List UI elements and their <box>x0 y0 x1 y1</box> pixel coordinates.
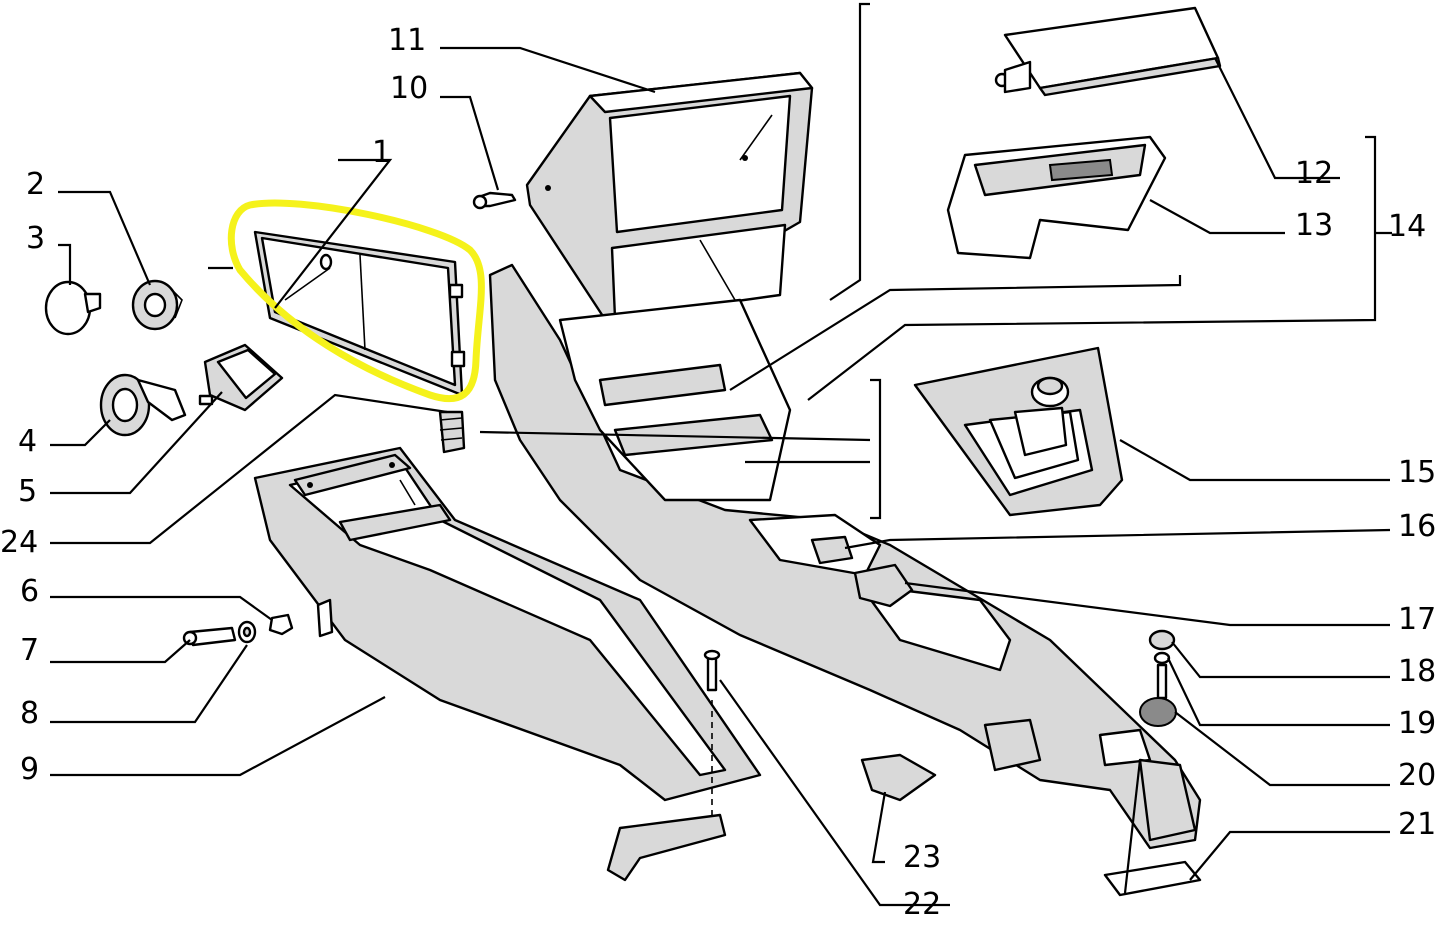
part-8-washer <box>237 620 257 644</box>
part-9-lower-console <box>253 446 762 802</box>
callout-3: 3 <box>26 221 45 256</box>
part-7-bolt <box>182 626 237 647</box>
part-10-screw <box>472 191 517 210</box>
part-1-side-panel <box>253 230 466 397</box>
callout-21: 21 <box>1398 807 1436 842</box>
part-20-bumper <box>1139 697 1177 727</box>
part-24-stud <box>438 410 466 454</box>
callout-16: 16 <box>1398 509 1436 544</box>
part-23-clip <box>860 753 937 802</box>
part-5-switch <box>198 343 284 412</box>
part-11-console-bezel <box>525 71 814 332</box>
callout-22: 22 <box>903 887 941 922</box>
callout-24: 24 <box>0 525 38 560</box>
callout-7: 7 <box>20 633 39 668</box>
callout-9: 9 <box>20 752 39 787</box>
part-16-clip <box>810 535 854 565</box>
part-2-grommet <box>131 279 183 331</box>
callout-14: 14 <box>1388 209 1426 244</box>
part-1-highlight-outline <box>227 199 485 403</box>
callout-2: 2 <box>26 167 45 202</box>
part-4-twist-fastener <box>99 373 187 437</box>
callout-1: 1 <box>372 135 391 170</box>
callout-11: 11 <box>388 23 426 58</box>
part-13-tray <box>946 135 1167 260</box>
part-6-nut <box>268 613 294 636</box>
callout-20: 20 <box>1398 758 1436 793</box>
callout-18: 18 <box>1398 654 1436 689</box>
callout-19: 19 <box>1398 706 1436 741</box>
part-19-screw <box>1153 651 1171 700</box>
part-22-screw <box>703 649 721 820</box>
callout-8: 8 <box>20 696 39 731</box>
callout-6: 6 <box>20 574 39 609</box>
callout-4: 4 <box>18 424 37 459</box>
callout-5: 5 <box>18 474 37 509</box>
part-12-lid <box>994 6 1222 97</box>
callout-15: 15 <box>1398 455 1436 490</box>
part-3-push-clip <box>44 280 102 336</box>
callout-10: 10 <box>390 71 428 106</box>
callout-12: 12 <box>1295 156 1333 191</box>
lower-bracket <box>606 813 727 882</box>
leader-lines <box>50 2 1392 907</box>
callout-13: 13 <box>1295 208 1333 243</box>
part-17-clip <box>853 563 914 608</box>
callout-17: 17 <box>1398 602 1436 637</box>
part-18-cap <box>1148 629 1176 651</box>
part-15-gear-boot-panel <box>913 346 1124 517</box>
callout-23: 23 <box>903 840 941 875</box>
part-21-end-cap <box>1103 860 1202 897</box>
